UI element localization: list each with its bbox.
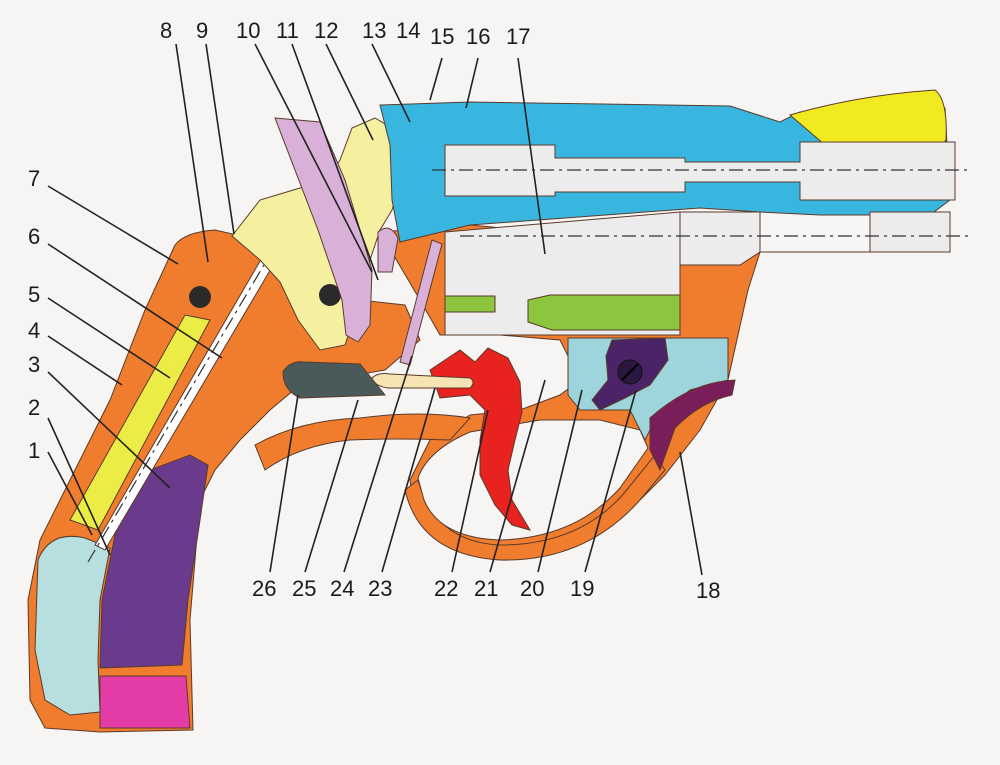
hand-bar [371, 373, 474, 389]
leader-11 [291, 43, 379, 281]
latch-screw-slot [621, 363, 639, 381]
callout-25: 25 [292, 576, 316, 601]
callout-9: 9 [196, 18, 208, 43]
mainspring [69, 314, 211, 531]
leader-24 [343, 355, 413, 573]
callout-5: 5 [28, 282, 40, 307]
leader-1 [47, 451, 93, 536]
callout-6: 6 [28, 224, 40, 249]
leader-10 [254, 43, 373, 273]
callout-10: 10 [236, 18, 260, 43]
callout-19: 19 [570, 576, 594, 601]
callout-15: 15 [430, 24, 454, 49]
frame-pin [189, 286, 211, 308]
callout-12: 12 [314, 18, 338, 43]
callout-7: 7 [28, 166, 40, 191]
callout-1: 1 [28, 438, 40, 463]
leader-15 [429, 57, 443, 101]
leader-3 [47, 371, 171, 489]
callout-3: 3 [28, 352, 40, 377]
leader-13 [371, 43, 411, 123]
leader-17 [517, 57, 546, 255]
callout-8: 8 [160, 18, 172, 43]
bore-upper [444, 141, 956, 201]
callout-24: 24 [330, 576, 354, 601]
callout-16: 16 [466, 24, 490, 49]
leader-23 [381, 387, 436, 573]
grip-bottom [99, 675, 191, 729]
leader-7 [47, 185, 179, 265]
green-bar-long [527, 294, 681, 331]
leader-19 [584, 389, 637, 573]
trigger [429, 347, 532, 531]
sear-block [282, 361, 387, 399]
leader-6 [47, 243, 223, 359]
leader-5 [47, 297, 171, 379]
leader-2 [47, 417, 111, 556]
guard-rear [649, 379, 736, 472]
cylinder-front [679, 211, 951, 266]
hammer-pin [319, 284, 341, 306]
mainspring-axis [87, 247, 275, 563]
callout-14: 14 [396, 18, 420, 43]
callout-21: 21 [474, 576, 498, 601]
leader-20 [537, 389, 583, 573]
callout-13: 13 [362, 18, 386, 43]
green-bar-small [444, 295, 496, 313]
callout-23: 23 [368, 576, 392, 601]
leader-25 [304, 399, 359, 573]
guard-opening [417, 419, 649, 541]
callout-20: 20 [520, 576, 544, 601]
callout-22: 22 [434, 576, 458, 601]
leader-12 [325, 43, 374, 141]
lever-pink [274, 117, 373, 343]
leader-18 [679, 451, 703, 576]
front-sight [788, 89, 947, 153]
leader-9 [205, 43, 235, 235]
grip-tip [34, 535, 111, 716]
callout-4: 4 [28, 318, 40, 343]
leader-22 [451, 409, 489, 573]
leader-26 [269, 394, 299, 573]
callout-labels: 1 2 3 4 5 6 7 8 9 10 11 12 13 14 15 16 1… [28, 18, 720, 603]
callout-2: 2 [28, 395, 40, 420]
leader-8 [175, 43, 209, 263]
leader-21 [489, 379, 546, 573]
leader-lines [47, 43, 703, 576]
callout-18: 18 [696, 578, 720, 603]
callout-26: 26 [252, 576, 276, 601]
callout-17: 17 [506, 24, 530, 49]
callout-11: 11 [276, 18, 299, 43]
leader-4 [47, 335, 123, 386]
hammer-nose [377, 227, 399, 273]
leader-16 [465, 57, 479, 109]
trigger-guard [254, 413, 471, 471]
